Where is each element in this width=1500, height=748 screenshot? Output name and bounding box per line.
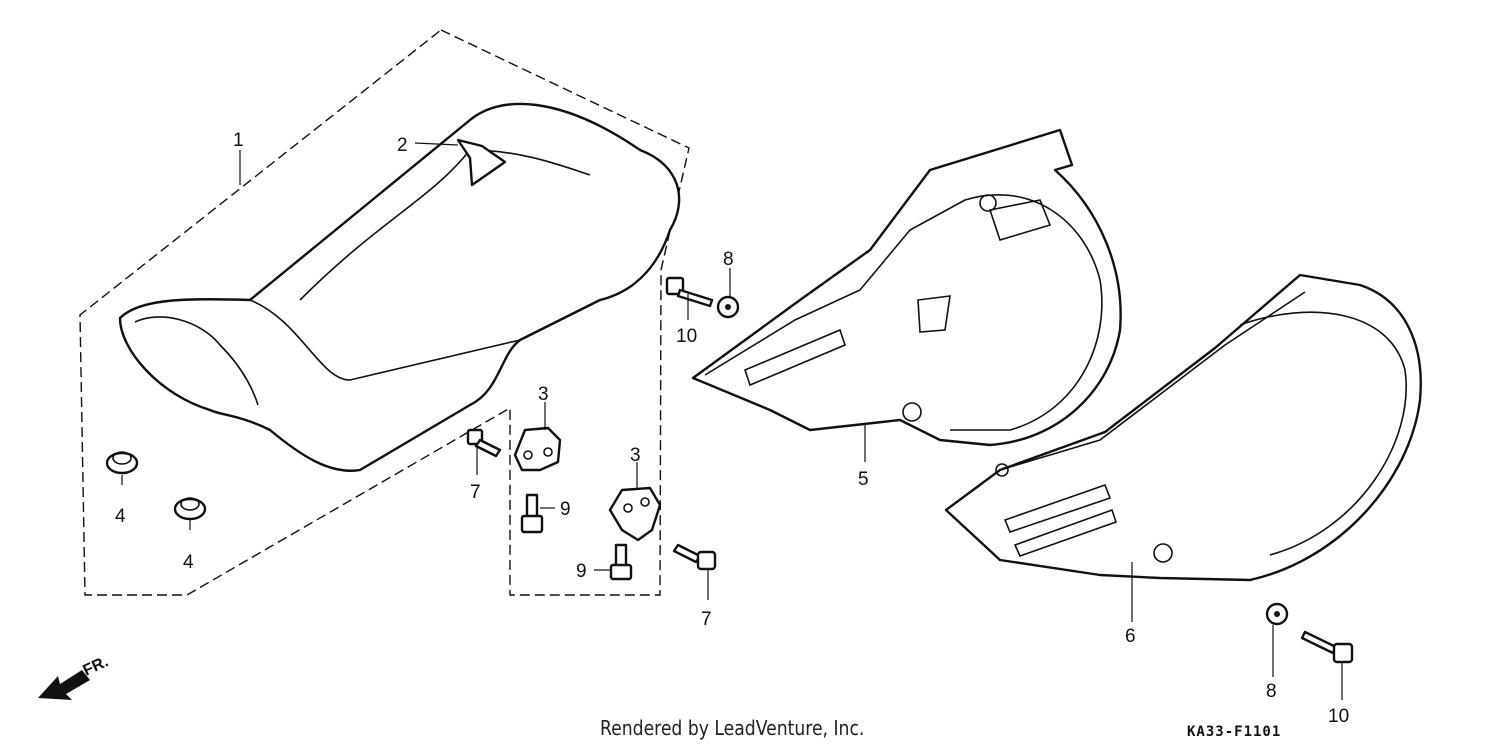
front-direction-arrow-icon: FR.	[38, 653, 111, 700]
callout-4a: 4	[115, 506, 126, 527]
footer-credit: Rendered by LeadVenture, Inc.	[600, 716, 865, 740]
bolt-a-part[interactable]	[466, 428, 502, 458]
grommet-b-part[interactable]	[173, 497, 207, 521]
callout-3b: 3	[630, 445, 641, 466]
seat-part[interactable]	[118, 102, 681, 472]
left-side-cover-part[interactable]	[944, 273, 1422, 582]
callout-3a: 3	[538, 384, 549, 405]
callout-7b: 7	[701, 609, 712, 630]
callout-8a: 8	[723, 249, 734, 270]
callout-5: 5	[858, 469, 869, 490]
screw-a-part[interactable]	[520, 493, 544, 534]
callout-2: 2	[397, 135, 408, 156]
callout-9a: 9	[560, 499, 571, 520]
leader-lines	[121, 142, 1343, 700]
bolt-d-part[interactable]	[1300, 630, 1354, 664]
washer-b-part[interactable]	[1265, 602, 1289, 626]
callout-8b: 8	[1266, 681, 1277, 702]
right-side-cover-part[interactable]	[691, 128, 1122, 447]
bracket-a-part[interactable]	[513, 426, 562, 472]
callout-1: 1	[233, 130, 244, 151]
callout-9b: 9	[576, 561, 587, 582]
washer-a-part[interactable]	[716, 295, 740, 319]
diagram-code: KA33-F1101	[1187, 724, 1282, 740]
callout-10a: 10	[676, 326, 697, 347]
seat-hook-part[interactable]	[456, 138, 507, 187]
callout-4b: 4	[183, 552, 194, 573]
bolt-c-part[interactable]	[665, 276, 714, 308]
callout-10b: 10	[1328, 706, 1349, 727]
direction-label: FR.	[81, 653, 112, 679]
grommet-a-part[interactable]	[105, 451, 139, 475]
screw-b-part[interactable]	[609, 543, 633, 581]
bracket-b-part[interactable]	[608, 486, 662, 542]
callout-7a: 7	[470, 482, 481, 503]
bolt-b-part[interactable]	[672, 543, 717, 571]
callout-6: 6	[1125, 626, 1136, 647]
